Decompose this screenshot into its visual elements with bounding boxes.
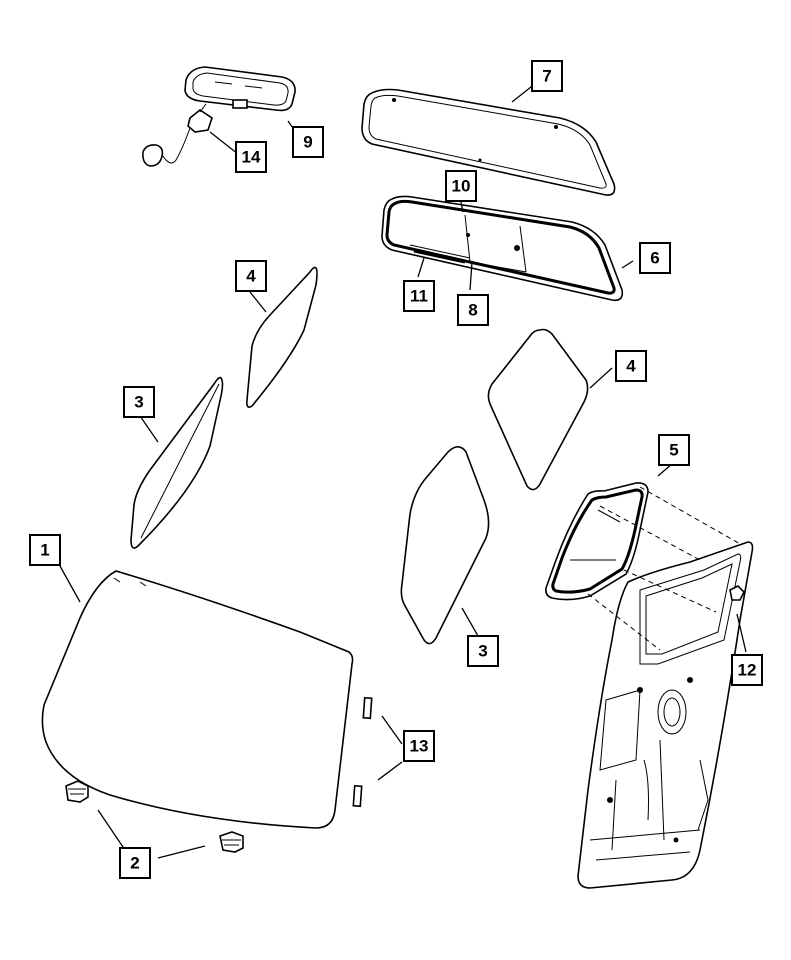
callout-9: 9 [292, 126, 324, 158]
callout-2: 2 [119, 847, 151, 879]
callout-10: 10 [445, 170, 477, 202]
rear-door-shell [577, 541, 754, 889]
svg-text:1: 1 [40, 541, 49, 560]
svg-text:9: 9 [303, 133, 312, 152]
callout-4-left: 4 [235, 260, 267, 292]
rear-door-quarter-glass [545, 482, 649, 601]
callout-11: 11 [403, 280, 435, 312]
callout-4-right: 4 [615, 350, 647, 382]
door-glass-right-3 [400, 446, 490, 645]
svg-text:3: 3 [134, 393, 143, 412]
svg-text:4: 4 [626, 357, 636, 376]
svg-text:8: 8 [468, 301, 477, 320]
windshield-clip-right [219, 831, 244, 853]
door-push-pin-12 [729, 585, 745, 601]
windshield-clip-left [65, 780, 89, 803]
svg-text:12: 12 [738, 661, 757, 680]
svg-text:13: 13 [410, 737, 429, 756]
callout-3-right: 3 [467, 635, 499, 667]
callout-7: 7 [531, 60, 563, 92]
svg-text:4: 4 [246, 267, 256, 286]
callout-14: 14 [235, 141, 267, 173]
svg-text:6: 6 [650, 249, 659, 268]
quarter-glass-left-4 [246, 266, 318, 408]
callout-13: 13 [403, 730, 435, 762]
door-glass-left-3 [130, 376, 224, 549]
callout-3-left: 3 [123, 386, 155, 418]
svg-text:5: 5 [669, 441, 678, 460]
callout-8: 8 [457, 294, 489, 326]
svg-text:3: 3 [478, 642, 487, 661]
svg-text:2: 2 [130, 854, 139, 873]
windshield [41, 570, 354, 829]
svg-text:10: 10 [452, 177, 471, 196]
leader-lines [59, 82, 747, 859]
sliding-rear-window [381, 195, 624, 302]
glass-spacer-upper-13 [362, 696, 373, 720]
rearview-mirror [184, 66, 296, 133]
quarter-glass-right-4 [487, 328, 589, 491]
rear-back-glass [361, 88, 616, 196]
svg-text:11: 11 [410, 287, 428, 306]
installation-dash-lines [587, 486, 743, 651]
mirror-wire-harness [142, 127, 191, 167]
callout-12: 12 [731, 654, 763, 686]
svg-text:14: 14 [242, 148, 261, 167]
callout-5: 5 [658, 434, 690, 466]
callout-1: 1 [29, 534, 61, 566]
callout-6: 6 [639, 242, 671, 274]
glass-spacer-lower-13 [352, 784, 363, 808]
svg-text:7: 7 [542, 67, 551, 86]
